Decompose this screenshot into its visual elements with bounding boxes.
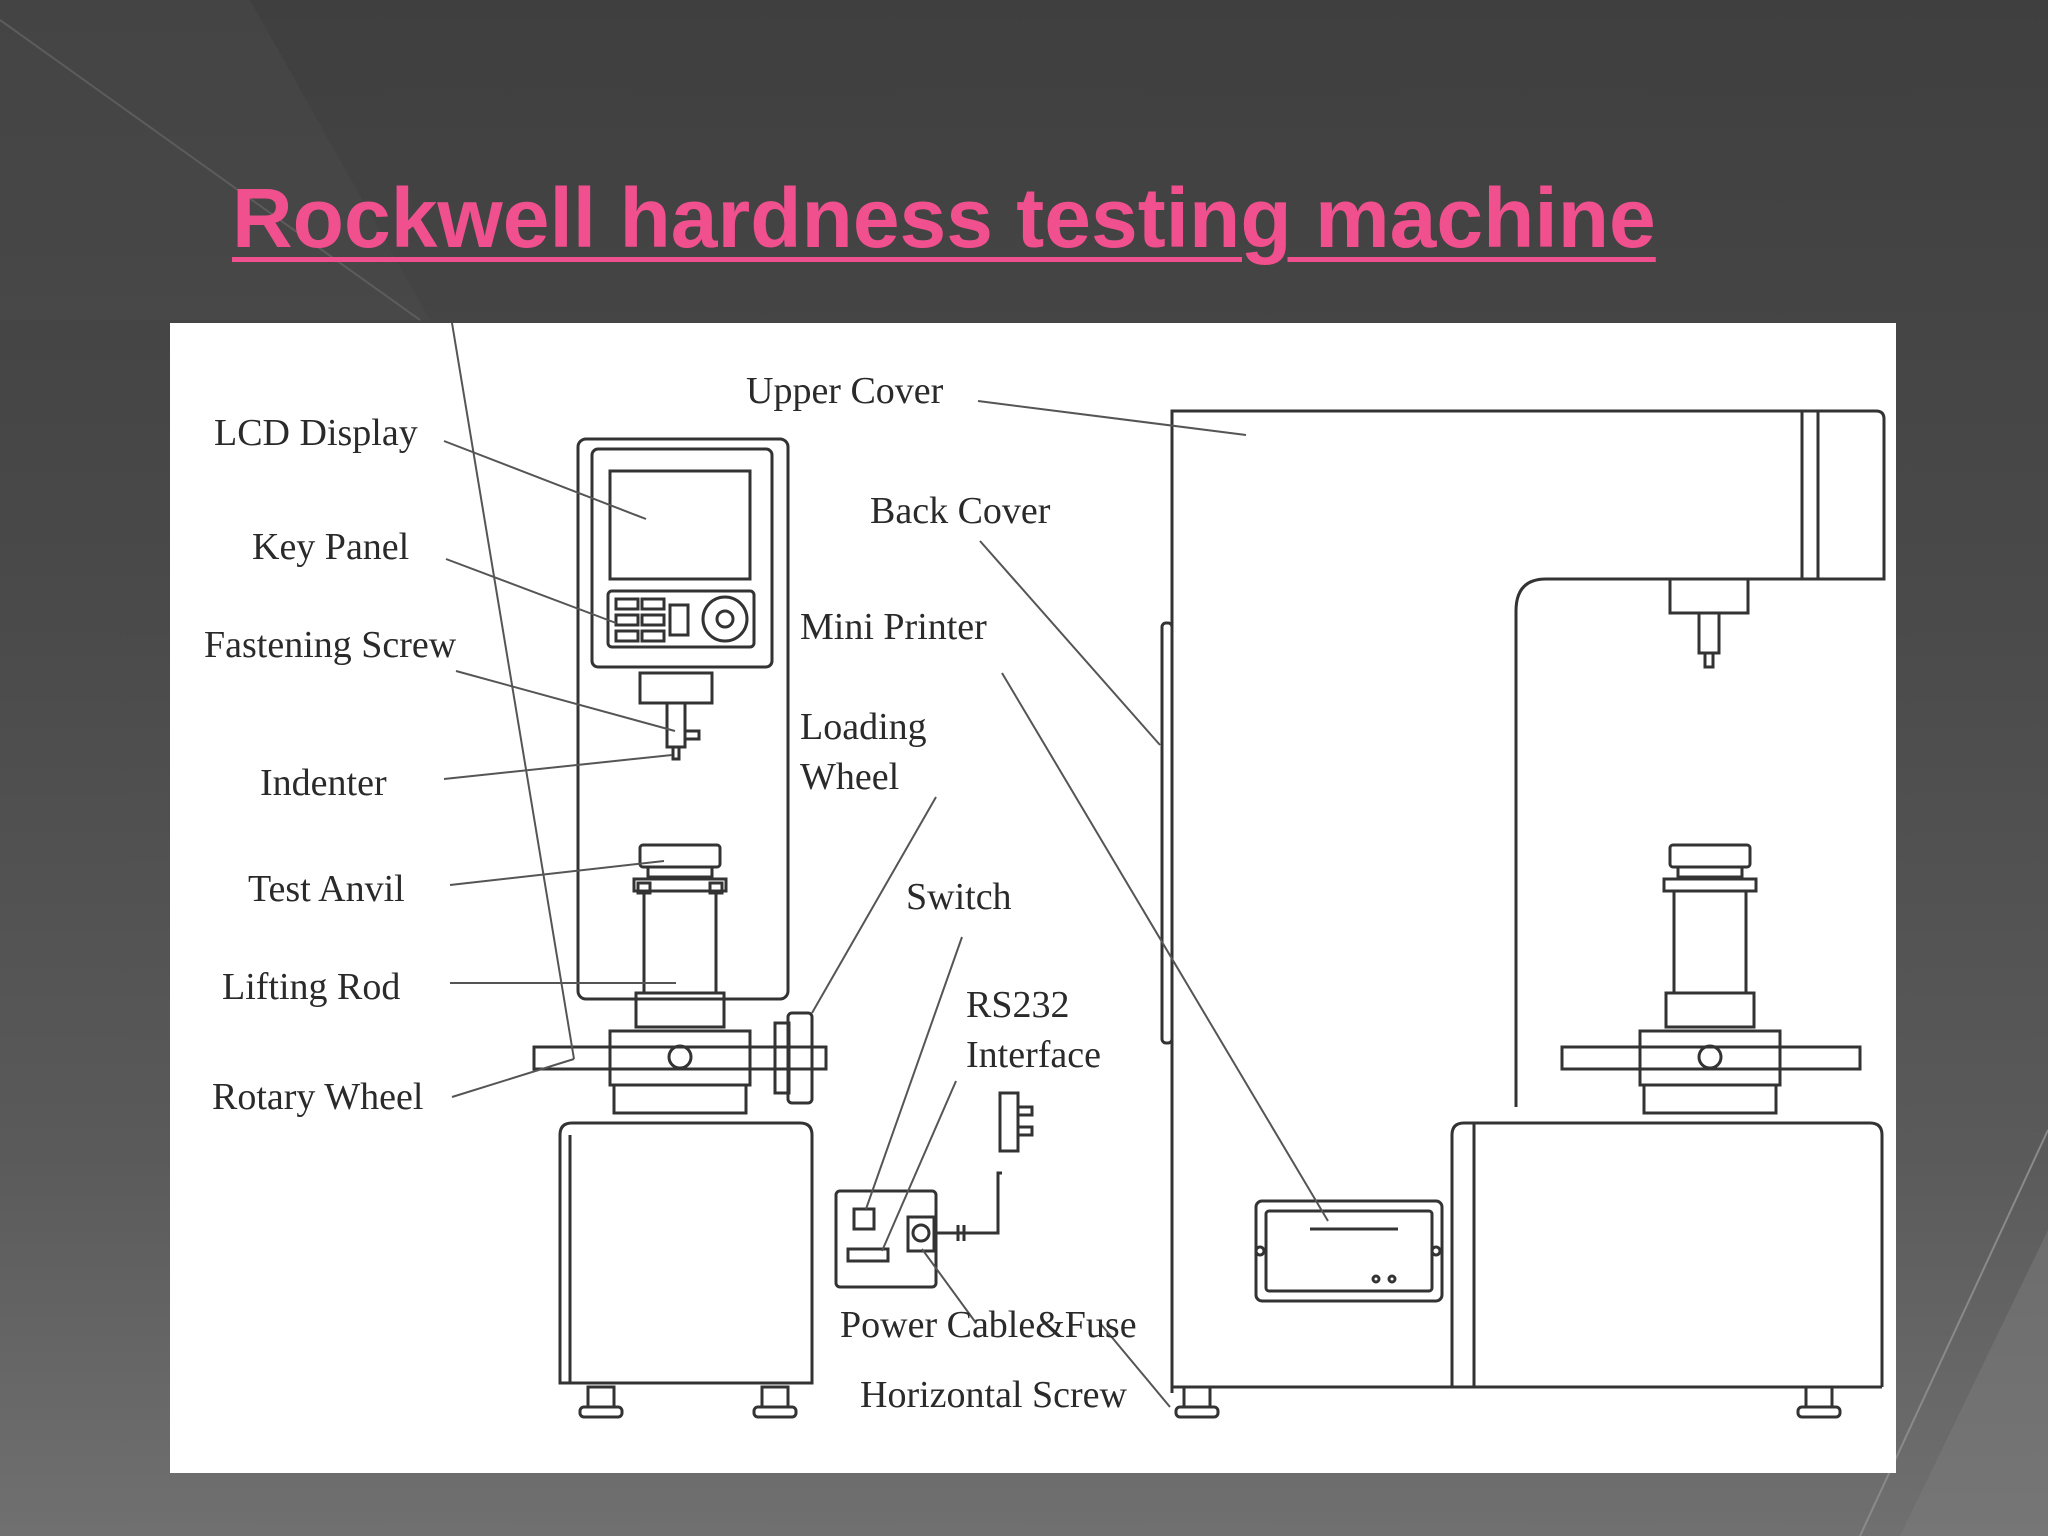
label-lifting-rod: Lifting Rod [222, 966, 401, 1008]
machine-line-drawing [443, 323, 1886, 1419]
side-view [1160, 409, 1886, 1419]
power-box [834, 1091, 1034, 1289]
front-view [532, 437, 828, 1419]
leader-lines [443, 323, 1329, 1408]
label-loading-wheel-line2: Wheel [800, 756, 900, 798]
label-rs232-line2: Interface [966, 1034, 1101, 1076]
label-power-cable-fuse: Power Cable&Fuse [840, 1304, 1137, 1346]
label-test-anvil: Test Anvil [248, 868, 405, 910]
label-horizontal-screw: Horizontal Screw [860, 1374, 1127, 1416]
label-mini-printer: Mini Printer [800, 606, 987, 648]
label-back-cover: Back Cover [870, 490, 1051, 532]
label-rotary-wheel: Rotary Wheel [212, 1076, 424, 1118]
label-loading-wheel-line1: Loading [800, 706, 927, 748]
slide-title: Rockwell hardness testing machine [232, 171, 1656, 265]
label-upper-cover: Upper Cover [746, 370, 944, 412]
label-indenter: Indenter [260, 762, 387, 804]
label-switch: Switch [906, 876, 1012, 918]
lcd-screen [608, 469, 752, 581]
label-lcd-display: LCD Display [214, 412, 418, 454]
machine-diagram: LCD Display Key Panel Fastening Screw In… [170, 323, 1896, 1473]
label-fastening-screw: Fastening Screw [204, 624, 457, 666]
label-key-panel: Key Panel [252, 526, 410, 568]
label-rs232-line1: RS232 [966, 984, 1070, 1026]
